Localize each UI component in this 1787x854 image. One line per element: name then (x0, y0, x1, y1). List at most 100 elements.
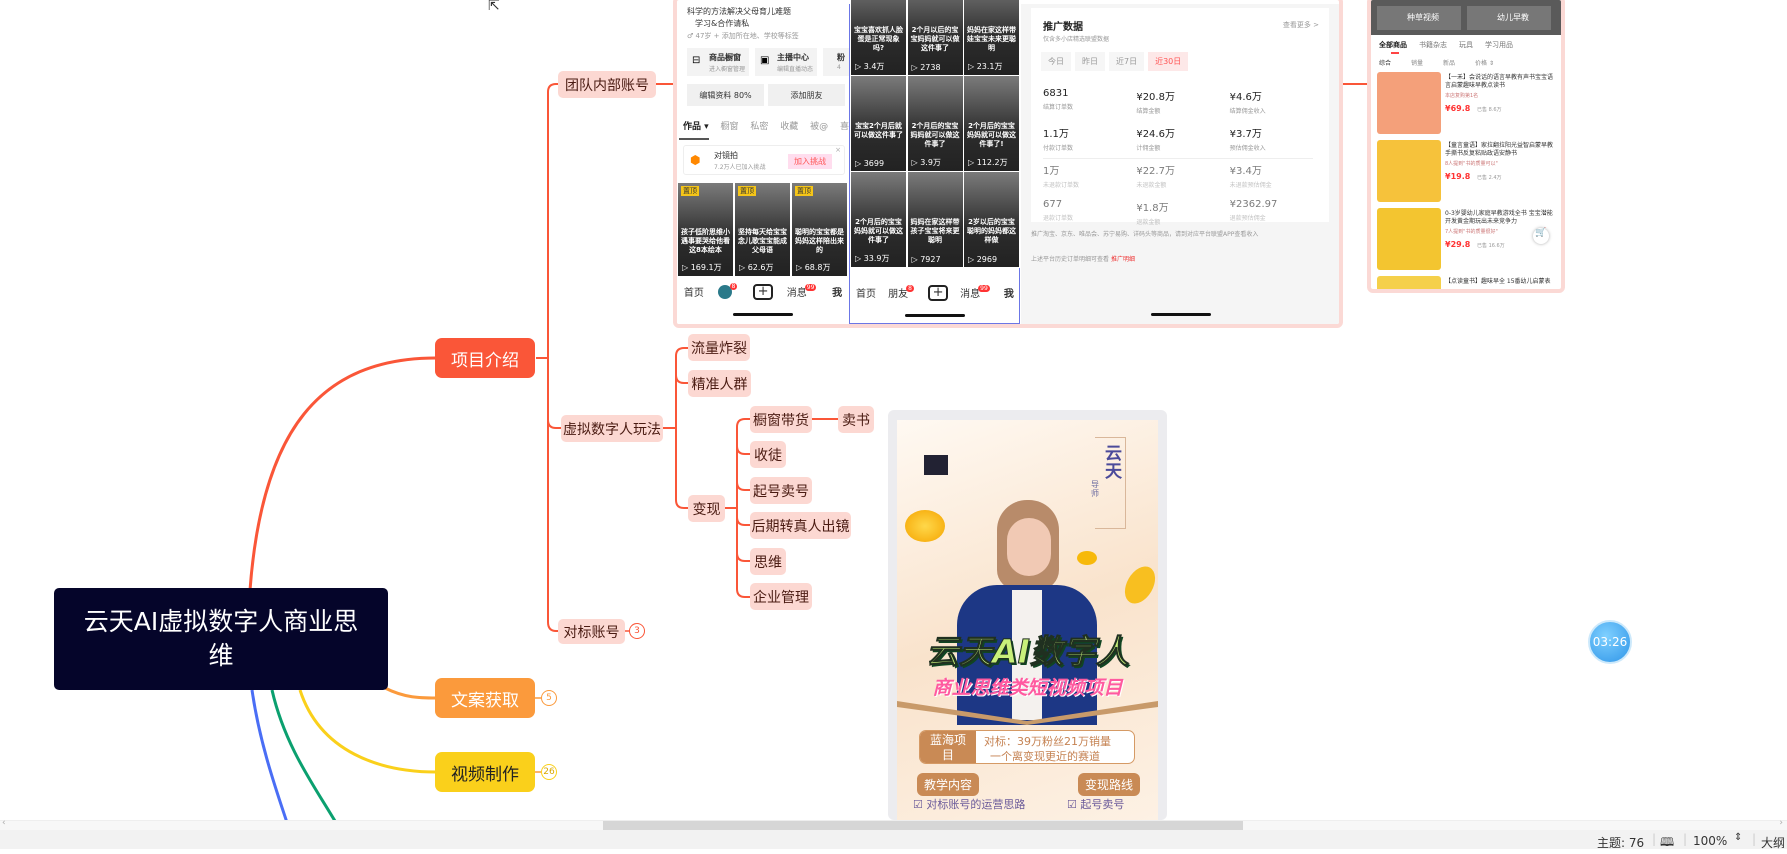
collapsed-count-badge[interactable]: 26 (541, 764, 557, 780)
profile-tab[interactable]: 私密 (750, 122, 769, 132)
card-anchor-center[interactable]: 主播中心编辑直播动态▣ (755, 48, 817, 76)
video-tile[interactable]: 妈妈在家这样带娃宝宝未来更聪明▷ 23.1万 (963, 0, 1020, 76)
video-tile[interactable]: 2个月以后的宝宝妈妈就可以做这件事了▷ 2738 (906, 0, 964, 76)
shop-tab[interactable]: 书籍杂志 (1419, 41, 1447, 49)
nav-home[interactable]: 首页 (683, 288, 704, 299)
collapsed-count-badge[interactable]: 5 (541, 690, 557, 706)
nav-messages[interactable]: 消息99 (960, 285, 990, 300)
topic-copy-sourcing[interactable]: 文案获取 (435, 678, 535, 718)
node-enterprise-mgmt[interactable]: 企业管理 (750, 583, 812, 610)
topic-video-production[interactable]: 视频制作 (435, 752, 535, 792)
scrollbar-thumb[interactable] (603, 821, 1243, 830)
route-item: ☑ 起号卖号 (1067, 798, 1125, 811)
nav-avatar[interactable]: 8 (717, 282, 740, 299)
image-account-screenshots[interactable]: 科学的方法解决父母育儿难题 学习&合作请私 ♂ 47岁 + 添加所在地、学校等标… (673, 0, 1343, 328)
outline-button[interactable]: 大纲 (1761, 836, 1786, 850)
node-account-trading[interactable]: 起号卖号 (750, 477, 812, 504)
timer-widget[interactable]: 03:26 (1588, 620, 1632, 664)
teaching-content-pill: 教学内容 (917, 773, 980, 796)
node-monetize[interactable]: 变现 (688, 495, 725, 522)
zoom-level[interactable]: 100% (1693, 834, 1728, 848)
stat-cell: ¥1.8万退款金额 (1136, 199, 1229, 226)
node-traffic-explosion[interactable]: 流量炸裂 (688, 334, 750, 361)
horizontal-scrollbar[interactable]: ‹ › (0, 818, 1787, 830)
product-item[interactable]: 【点读童书】趣味早全 15番幼儿启蒙表 (1377, 276, 1557, 289)
shop-tab[interactable]: 玩具 (1459, 41, 1473, 49)
cart-icon[interactable]: 🛒 (1533, 228, 1549, 244)
video-tile[interactable]: 2个月后的宝宝妈妈就可以做这件事了▷ 3.9万 (906, 75, 964, 172)
video-tile[interactable]: 宝宝喜欢抓人脸蛋是正常现象吗?▷ 3.4万 (850, 0, 907, 76)
topic-project-intro[interactable]: 项目介绍 (435, 338, 535, 378)
bio-line: 科学的方法解决父母育儿难题 (687, 7, 791, 16)
node-sell-books[interactable]: 卖书 (838, 406, 874, 433)
node-real-person[interactable]: 后期转真人出镜 (750, 512, 851, 539)
node-digital-human-play[interactable]: 虚拟数字人玩法 (561, 415, 663, 442)
product-rank: 本店复购第1名 (1445, 93, 1479, 99)
zoom-stepper-icon[interactable]: ⇕ (1734, 832, 1743, 843)
image-poster[interactable]: 云天 导师 云天AI数字人 商业思维类短视频项目 蓝海项目 对标：39万粉丝21… (888, 410, 1167, 820)
card-seed-videos[interactable]: 种草视频 (1377, 6, 1461, 30)
video-tile[interactable]: 置顶孩子低阶思维小遇事要哭给他看这8本绘本▷ 169.1万 (677, 182, 734, 277)
pinned-badge: 置顶 (681, 186, 699, 196)
card-early-edu[interactable]: 幼儿早教 (1467, 6, 1551, 30)
nav-me[interactable]: 我 (832, 288, 843, 299)
stat-cell: 1万未退款订单数 (1043, 162, 1136, 189)
nav-create-button[interactable]: + (928, 284, 949, 301)
product-title: 【一禾】会说话的语言早教有声书宝宝语言启蒙趣味早教点读书 (1445, 74, 1554, 89)
image-shop-screenshot[interactable]: 种草视频 幼儿早教 全部商品 书籍杂志 玩具 学习用品 综合 销量 新品 价格 ⇕ 【一禾】… (1367, 0, 1565, 293)
video-tile[interactable]: 2个月后的宝宝妈妈就可以做这件事了!▷ 112.2万 (963, 75, 1020, 172)
nav-friends[interactable]: 朋友8 (888, 285, 914, 300)
date-range-tabs: 今日昨日近7日近30日 (1041, 52, 1189, 71)
date-range-tab[interactable]: 近30日 (1148, 52, 1189, 71)
profile-tab[interactable]: 喜 (839, 122, 849, 132)
product-rank: 7人提到"书的质量很好" (1445, 229, 1498, 235)
card-showcase[interactable]: 商品橱窗进入橱窗管理⊟ (687, 48, 749, 76)
nav-home[interactable]: 首页 (856, 289, 877, 300)
profile-tab[interactable]: 橱窗 (720, 122, 739, 132)
sort-option[interactable]: 销量 (1411, 60, 1424, 67)
node-apprentices[interactable]: 收徒 (750, 441, 786, 468)
video-tile[interactable]: 妈妈在家这样带孩子宝宝将来更聪明▷ 7927 (906, 171, 964, 268)
profile-tab[interactable]: 被@ (810, 122, 829, 132)
product-item[interactable]: 【一禾】会说话的语言早教有声书宝宝语言启蒙趣味早教点读书本店复购第1名¥69.8… (1377, 72, 1557, 136)
see-more-link[interactable]: 查看更多 > (1282, 21, 1319, 29)
add-friend-button[interactable]: 添加朋友 (768, 84, 845, 106)
nav-messages[interactable]: 消息99 (786, 284, 817, 299)
challenge-card[interactable]: ⬢ 对镜拍 7.2万人已加入挑战 加入挑战 × (683, 145, 845, 175)
node-team-accounts[interactable]: 团队内部账号 (558, 71, 656, 98)
video-tile[interactable]: 2个月后的宝宝妈妈就可以做这件事了▷ 33.9万 (850, 171, 907, 268)
shop-tab[interactable]: 全部商品 (1379, 41, 1407, 49)
nav-me[interactable]: 我 (1003, 289, 1014, 300)
date-range-tab[interactable]: 近7日 (1109, 52, 1145, 71)
shop-tab[interactable]: 学习用品 (1485, 41, 1513, 49)
node-precise-audience[interactable]: 精准人群 (688, 370, 751, 397)
join-challenge-button[interactable]: 加入挑战 (788, 154, 832, 169)
video-tile[interactable]: 宝宝2个月后就可以做这件事了▷ 3699 (850, 75, 907, 172)
video-caption: 坚持每天给宝宝念儿歌宝宝能成父母语 (738, 227, 787, 254)
collapsed-count-badge[interactable]: 3 (629, 623, 645, 639)
profile-tab[interactable]: 收藏 (780, 122, 799, 132)
video-tile[interactable]: 2岁以后的宝宝聪明的妈妈都这样做▷ 2969 (963, 171, 1020, 268)
node-mindset[interactable]: 思维 (750, 548, 786, 575)
root-topic[interactable]: 云天AI虚拟数字人商业思维 (54, 588, 388, 690)
video-tile[interactable]: 置顶坚持每天给宝宝念儿歌宝宝能成父母语▷ 62.6万 (734, 182, 791, 277)
sort-option[interactable]: 新品 (1443, 60, 1456, 67)
promo-detail-link[interactable]: 推广明细 (1110, 256, 1135, 263)
product-thumbnail (1377, 208, 1441, 270)
sort-option[interactable]: 综合 (1379, 60, 1392, 67)
date-range-tab[interactable]: 昨日 (1075, 52, 1105, 71)
promo-subtitle: 仅含多小店精选联盟数据 (1043, 36, 1110, 43)
edit-profile-button[interactable]: 编辑资料 80% (687, 84, 764, 106)
video-tile[interactable]: 置顶聪明的宝宝都是妈妈这样陪出来的▷ 68.8万 (791, 182, 848, 277)
product-rank: 8人提到"书的质量可以" (1445, 161, 1498, 167)
node-benchmark-accounts[interactable]: 对标账号 (558, 619, 625, 644)
profile-tab[interactable]: 作品 ▾ (683, 122, 709, 132)
node-showcase-sales[interactable]: 橱窗带货 (750, 406, 812, 433)
date-range-tab[interactable]: 今日 (1041, 52, 1071, 71)
sort-option[interactable]: 价格 ⇕ (1475, 60, 1494, 67)
nav-create-button[interactable]: + (753, 283, 774, 300)
map-icon[interactable]: 🕮 (1660, 835, 1675, 849)
